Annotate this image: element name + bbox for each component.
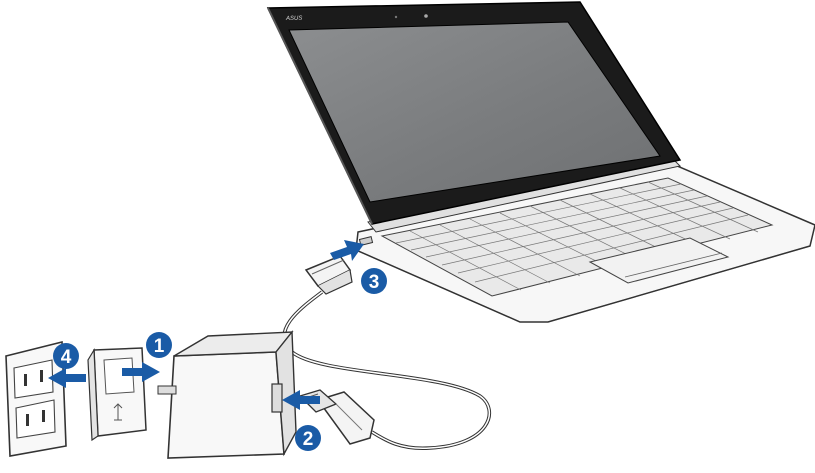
arrow-step-2	[282, 390, 320, 410]
light-sensor-icon	[394, 15, 398, 19]
adapter-side	[275, 330, 297, 457]
cable-wire-highlight	[283, 291, 491, 449]
dock-port	[358, 236, 374, 246]
plug-head-cutout	[103, 357, 135, 395]
arrow-step-3	[330, 240, 364, 261]
tablet-side-edge	[267, 7, 373, 225]
step-badge-1: 1	[146, 332, 172, 358]
dock-connector	[304, 255, 353, 295]
tablet-dock: ASUS	[266, 1, 815, 323]
adapter-top	[173, 331, 294, 357]
step-number-3: 3	[369, 272, 380, 293]
adapter-front	[167, 351, 285, 459]
wall-outlet	[5, 340, 67, 457]
touchpad	[588, 237, 730, 284]
outlet-socket-bottom	[15, 399, 56, 439]
adapter-prong	[157, 385, 177, 395]
step-number-1: 1	[154, 336, 165, 357]
power-adapter	[157, 330, 297, 459]
outlet-slots	[24, 370, 45, 426]
adapter-usb-port	[271, 383, 283, 413]
brand-logo: ASUS	[285, 16, 302, 22]
keyboard-base-front-edge	[355, 245, 811, 323]
touchpad-buttons	[624, 252, 723, 278]
step-badge-3: 3	[361, 268, 387, 294]
arrow-step-1	[122, 362, 160, 382]
step-arrows	[48, 240, 364, 410]
tablet-screen	[288, 21, 661, 203]
camera-icon	[424, 14, 428, 18]
step-number-4: 4	[61, 347, 72, 368]
step-number-2: 2	[303, 429, 314, 450]
keyboard-keys	[380, 177, 774, 297]
arrow-step-4	[48, 368, 86, 388]
plug-head	[87, 347, 147, 442]
step-badge-2: 2	[295, 425, 321, 451]
cable-wire	[282, 290, 492, 450]
plug-head-release-icon	[113, 403, 123, 421]
outlet-socket-top	[13, 359, 54, 399]
step-badge-4: 4	[53, 343, 79, 369]
plug-head-side	[87, 347, 99, 442]
keyboard-key-grid	[395, 181, 759, 291]
